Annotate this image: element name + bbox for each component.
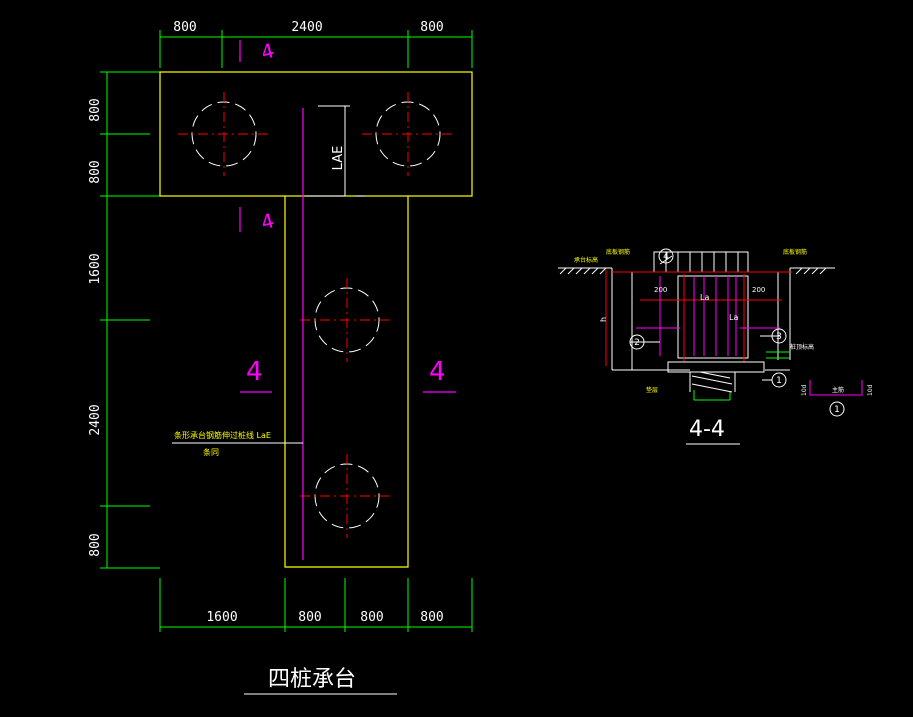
detail-circle-3-label: 3 — [776, 332, 782, 342]
dimension-lines — [100, 30, 473, 632]
detail-top-left-label: 承台标高 — [574, 256, 598, 264]
lae-dimension — [318, 105, 350, 196]
detail-bottom-left-label: 垫层 — [646, 386, 658, 394]
section-title: 4-4 — [689, 417, 725, 442]
section-mark-left: 4 — [246, 357, 263, 387]
pile-middle — [300, 278, 394, 362]
detail-top-right-label: 底板钢筋 — [783, 248, 807, 256]
bottom-dim-4: 800 — [420, 610, 443, 625]
top-dim-2: 2400 — [291, 20, 322, 35]
bottom-dim-2: 800 — [298, 610, 321, 625]
detail-la-2: La — [729, 313, 738, 322]
detail-top-mid-label: 底板钢筋 — [606, 248, 630, 256]
left-dim-5: 800 — [88, 533, 103, 556]
detail-circle-1-label: 1 — [776, 376, 782, 386]
note-line-2: 条同 — [203, 447, 219, 457]
detail-dim-200-left: 200 — [654, 286, 667, 294]
detail-circle-4-label: 4 — [663, 252, 669, 262]
left-dim-3: 1600 — [88, 253, 103, 284]
left-dim-4: 2400 — [88, 404, 103, 435]
section-detail: 承台标高 底板钢筋 底板钢筋 200 200 La La h 桩顶标高 垫层 4… — [558, 248, 874, 445]
detail-circle-2-label: 2 — [634, 338, 640, 348]
bottom-dim-1: 1600 — [206, 610, 237, 625]
piles — [178, 92, 454, 538]
detail-circle-2 — [629, 334, 645, 350]
bottom-dim-3: 800 — [360, 610, 383, 625]
note-line-1: 条形承台钢筋伸过桩线 LaE — [174, 430, 271, 440]
small-left-label: 10d — [801, 384, 808, 396]
detail-right-mid-label: 桩顶标高 — [790, 343, 814, 351]
pile-top-left — [178, 92, 270, 176]
section-mark-mid: 4 — [258, 208, 277, 234]
small-mid-label: 主筋 — [832, 386, 844, 394]
detail-la-1: La — [700, 293, 709, 302]
pile-bottom — [300, 454, 394, 538]
top-dim-1: 800 — [173, 20, 196, 35]
detail-circle-4 — [658, 248, 674, 264]
detail-dim-200-right: 200 — [752, 286, 765, 294]
top-dim-3: 800 — [420, 20, 443, 35]
section-mark-top: 4 — [258, 38, 277, 64]
small-detail-circle — [829, 401, 845, 417]
detail-circle-3 — [771, 328, 787, 344]
detail-h-label: h — [599, 317, 608, 322]
drawing-title: 四桩承台 — [268, 667, 356, 692]
rebar-lines — [239, 40, 456, 560]
lae-label: LAE — [331, 146, 346, 171]
small-circle-label: 1 — [834, 405, 840, 415]
detail-circle-1 — [771, 372, 787, 388]
pile-top-right — [362, 92, 454, 176]
left-dim-1: 800 — [88, 98, 103, 121]
small-right-label: 10d — [867, 384, 874, 396]
left-dim-2: 800 — [88, 160, 103, 183]
section-mark-right: 4 — [429, 357, 446, 387]
